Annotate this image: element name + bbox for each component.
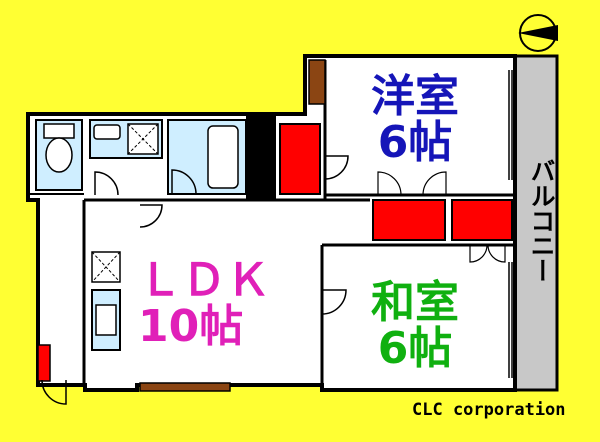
washbasin — [93, 124, 121, 140]
room-size: 6帖 — [377, 117, 453, 169]
room-label-japanese: 和室 6帖 — [360, 277, 470, 375]
door — [171, 169, 197, 195]
room-name: 洋室 — [371, 71, 459, 122]
door — [139, 204, 163, 228]
toilet-tank — [43, 123, 75, 139]
door — [377, 171, 402, 196]
room-name: ＬＤＫ — [138, 255, 270, 306]
door — [487, 244, 506, 263]
door — [422, 171, 447, 196]
storage-closet-3 — [451, 199, 513, 241]
balcony — [513, 54, 559, 392]
door — [41, 379, 67, 405]
bathtub — [207, 125, 239, 189]
room-label-western: 洋室 6帖 — [360, 71, 470, 169]
kitchen-sink — [95, 304, 117, 336]
room-label-ldk: ＬＤＫ 10帖 — [138, 255, 288, 353]
door — [94, 171, 119, 196]
door — [469, 244, 488, 263]
door — [324, 155, 349, 180]
pillar — [246, 114, 276, 200]
window-frame — [308, 59, 326, 105]
shoe-storage — [37, 344, 51, 382]
room-size: 10帖 — [138, 301, 244, 353]
toilet-bowl — [45, 137, 73, 173]
storage-closet-1 — [279, 123, 321, 195]
company-name: CLC corporation — [412, 400, 566, 420]
north-arrow-icon — [518, 14, 558, 52]
storage-closet-2 — [372, 199, 446, 241]
door — [321, 289, 347, 315]
window-frame — [139, 382, 231, 392]
balcony-label: バルコニー — [527, 158, 556, 283]
room-size: 6帖 — [377, 323, 453, 375]
room-name: 和室 — [371, 277, 459, 328]
